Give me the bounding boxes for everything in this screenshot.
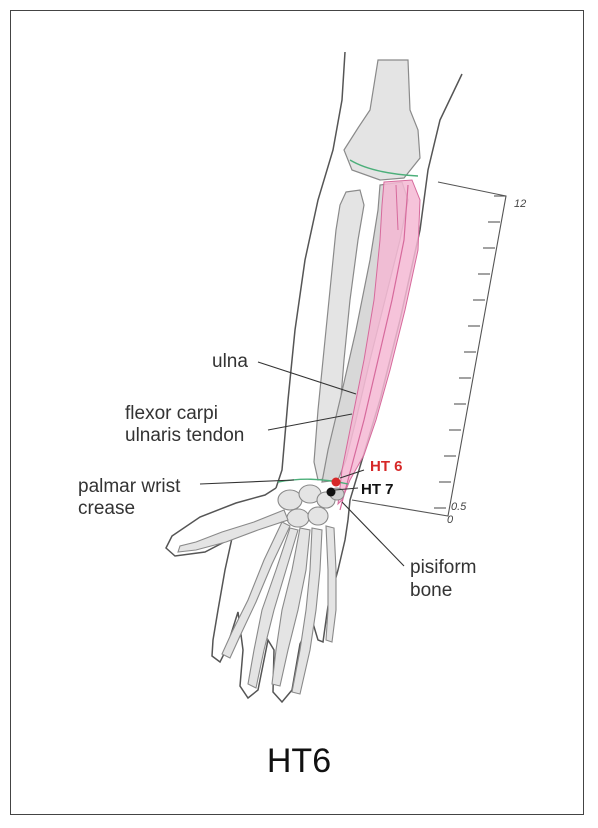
hand-bones xyxy=(177,484,337,695)
crease-label-line1: palmar wrist xyxy=(78,476,181,497)
ulna-label: ulna xyxy=(212,351,248,372)
flexor-label-line2: ulnaris tendon xyxy=(125,425,245,446)
flexor-tendon xyxy=(339,184,409,511)
flexor-label-line1: flexor carpi xyxy=(125,403,218,424)
arm-outline xyxy=(275,51,346,489)
measurement-ruler xyxy=(351,181,507,517)
flexor-tendon-2 xyxy=(395,184,399,231)
ht6-label: HT 6 xyxy=(370,458,403,475)
ht6-point xyxy=(331,477,341,487)
ruler-mid-label: 0.5 xyxy=(451,501,467,513)
ht7-point xyxy=(326,487,336,497)
crease-label-line2: crease xyxy=(78,498,136,519)
ruler-zero-label: 0 xyxy=(447,514,454,526)
figure-title: HT6 xyxy=(266,742,332,780)
ht7-label: HT 7 xyxy=(361,481,394,498)
hand-outline xyxy=(165,487,349,704)
ruler-top-label: 12 xyxy=(514,198,527,210)
elbow-crease-line xyxy=(349,159,419,177)
leader-lines xyxy=(199,361,405,567)
pisiform-label-line2: bone xyxy=(410,580,453,601)
pisiform-label-line1: pisiform xyxy=(410,557,477,578)
humerus-bone xyxy=(343,59,421,181)
